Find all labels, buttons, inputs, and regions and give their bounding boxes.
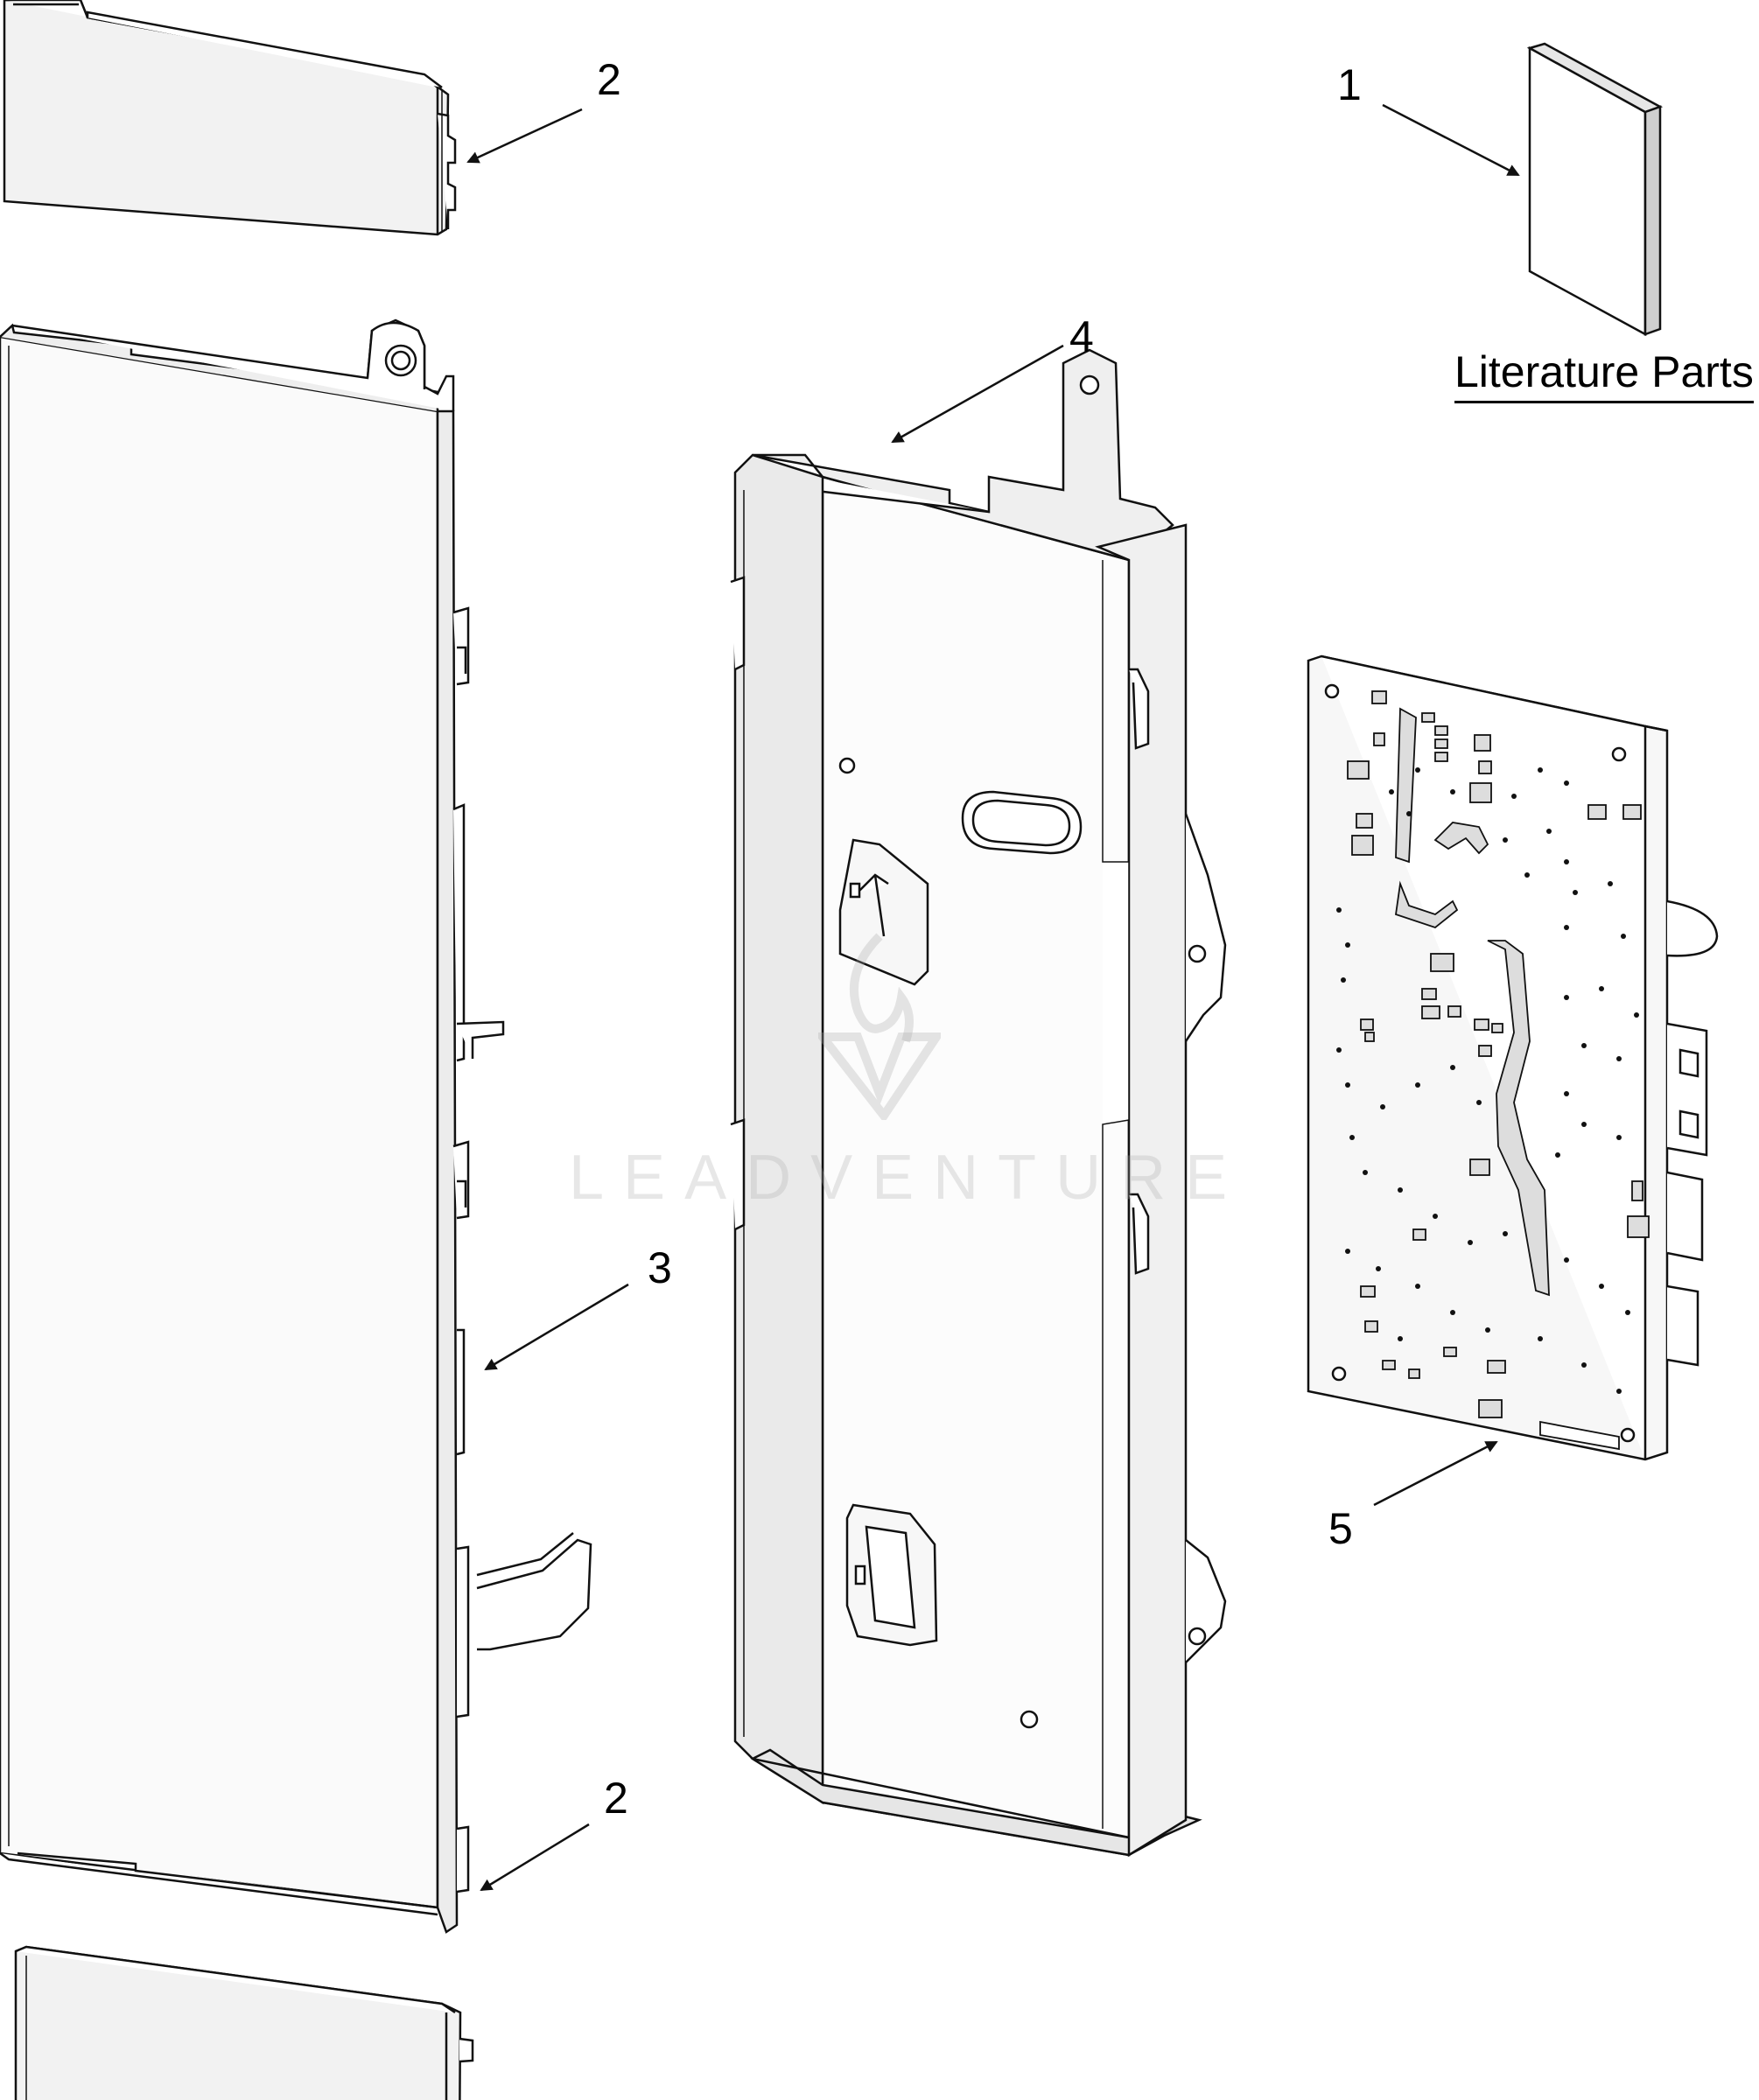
callout-4: 4 — [1069, 312, 1094, 361]
leader-arrow-1 — [1382, 103, 1520, 177]
leader-arrow-4 — [891, 344, 1064, 444]
bottom-end-cap — [14, 1945, 474, 2100]
literature-parts-title: Literature Parts — [1454, 350, 1754, 403]
callout-2-top: 2 — [597, 55, 621, 104]
leader-arrow-2-bottom — [480, 1823, 590, 1892]
watermark-text: LEADVENTURE — [569, 1143, 1247, 1213]
callout-2-bottom: 2 — [604, 1774, 628, 1823]
callout-5: 5 — [1328, 1504, 1353, 1553]
callout-3: 3 — [648, 1243, 672, 1292]
literature-booklet — [1526, 42, 1664, 337]
top-end-cap — [3, 0, 457, 236]
leader-arrow-2-top — [466, 108, 583, 164]
watermark-logo — [818, 933, 941, 1120]
control-board — [1307, 654, 1719, 1461]
leader-arrow-3 — [484, 1283, 629, 1371]
leader-arrows — [466, 103, 1520, 1892]
callout-1: 1 — [1337, 60, 1362, 109]
mounting-bracket — [730, 348, 1227, 1858]
leader-arrow-5 — [1373, 1440, 1498, 1507]
front-cover-panel — [0, 318, 592, 1934]
